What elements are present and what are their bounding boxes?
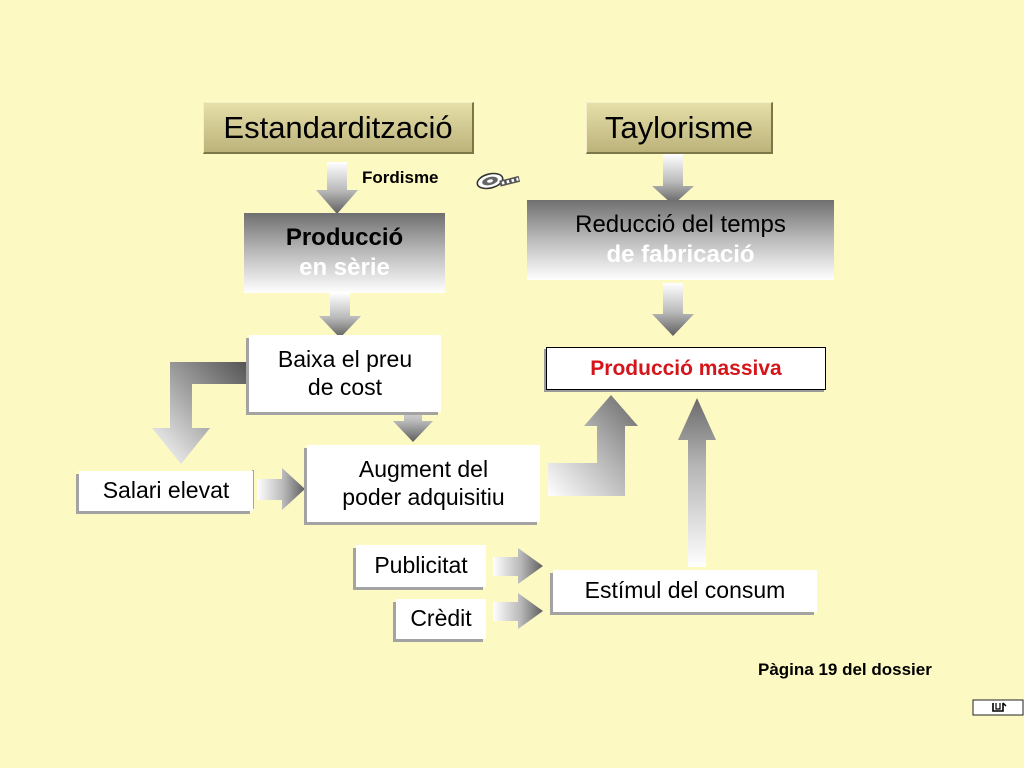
arrow-produccio-to-baixa [319,293,361,338]
taylorisme-box: Taylorisme [586,102,773,154]
publicitat-label: Publicitat [374,552,468,579]
produccio-serie-box: Producció en sèrie [244,213,445,293]
arrow-baixa-to-salari [152,362,246,464]
reduccio-temps-box: Reducció del temps de fabricació [527,200,834,280]
film-reel-icon [476,172,521,190]
estandarditzacio-label: Estandardització [223,110,453,145]
return-icon[interactable] [972,699,1024,716]
baixa-preu-box: Baixa el preu de cost [249,335,441,412]
reduccio-temps-line1: Reducció del temps [575,211,786,238]
credit-box: Crèdit [396,599,486,639]
produccio-serie-line2: en sèrie [299,254,390,281]
baixa-preu-line1: Baixa el preu [277,345,413,372]
arrow-augment-to-massiva [548,395,638,496]
produccio-serie-line1: Producció [285,224,404,251]
arrow-salari-to-augment [257,468,305,510]
credit-label: Crèdit [410,605,472,632]
augment-poder-line1: Augment del [358,455,489,482]
produccio-massiva-label: Producció massiva [590,356,782,380]
arrow-credit-to-estimul [493,593,543,629]
arrow-publicitat-to-estimul [493,548,543,584]
reduccio-temps-line2: de fabricació [606,241,755,268]
salari-elevat-label: Salari elevat [102,477,230,504]
produccio-massiva-box: Producció massiva [546,347,826,390]
publicitat-box: Publicitat [356,545,486,587]
estimul-consum-label: Estímul del consum [584,577,786,604]
estandarditzacio-box: Estandardització [203,102,474,154]
baixa-preu-line2: de cost [307,373,383,400]
estimul-consum-box: Estímul del consum [553,570,817,612]
arrow-taylorisme-to-reduccio [652,154,694,205]
arrow-estandarditzacio-to-produccio [316,162,358,214]
arrow-estimul-to-massiva [678,398,716,567]
arrow-reduccio-to-massiva [652,283,694,336]
augment-poder-box: Augment del poder adquisitiu [307,445,540,522]
augment-poder-line2: poder adquisitiu [342,483,505,510]
fordisme-label: Fordisme [362,168,439,187]
page-reference: Pàgina 19 del dossier [758,660,932,679]
taylorisme-label: Taylorisme [604,110,754,145]
salari-elevat-box: Salari elevat [79,471,253,511]
arrow-baixa-to-augment [393,396,433,442]
